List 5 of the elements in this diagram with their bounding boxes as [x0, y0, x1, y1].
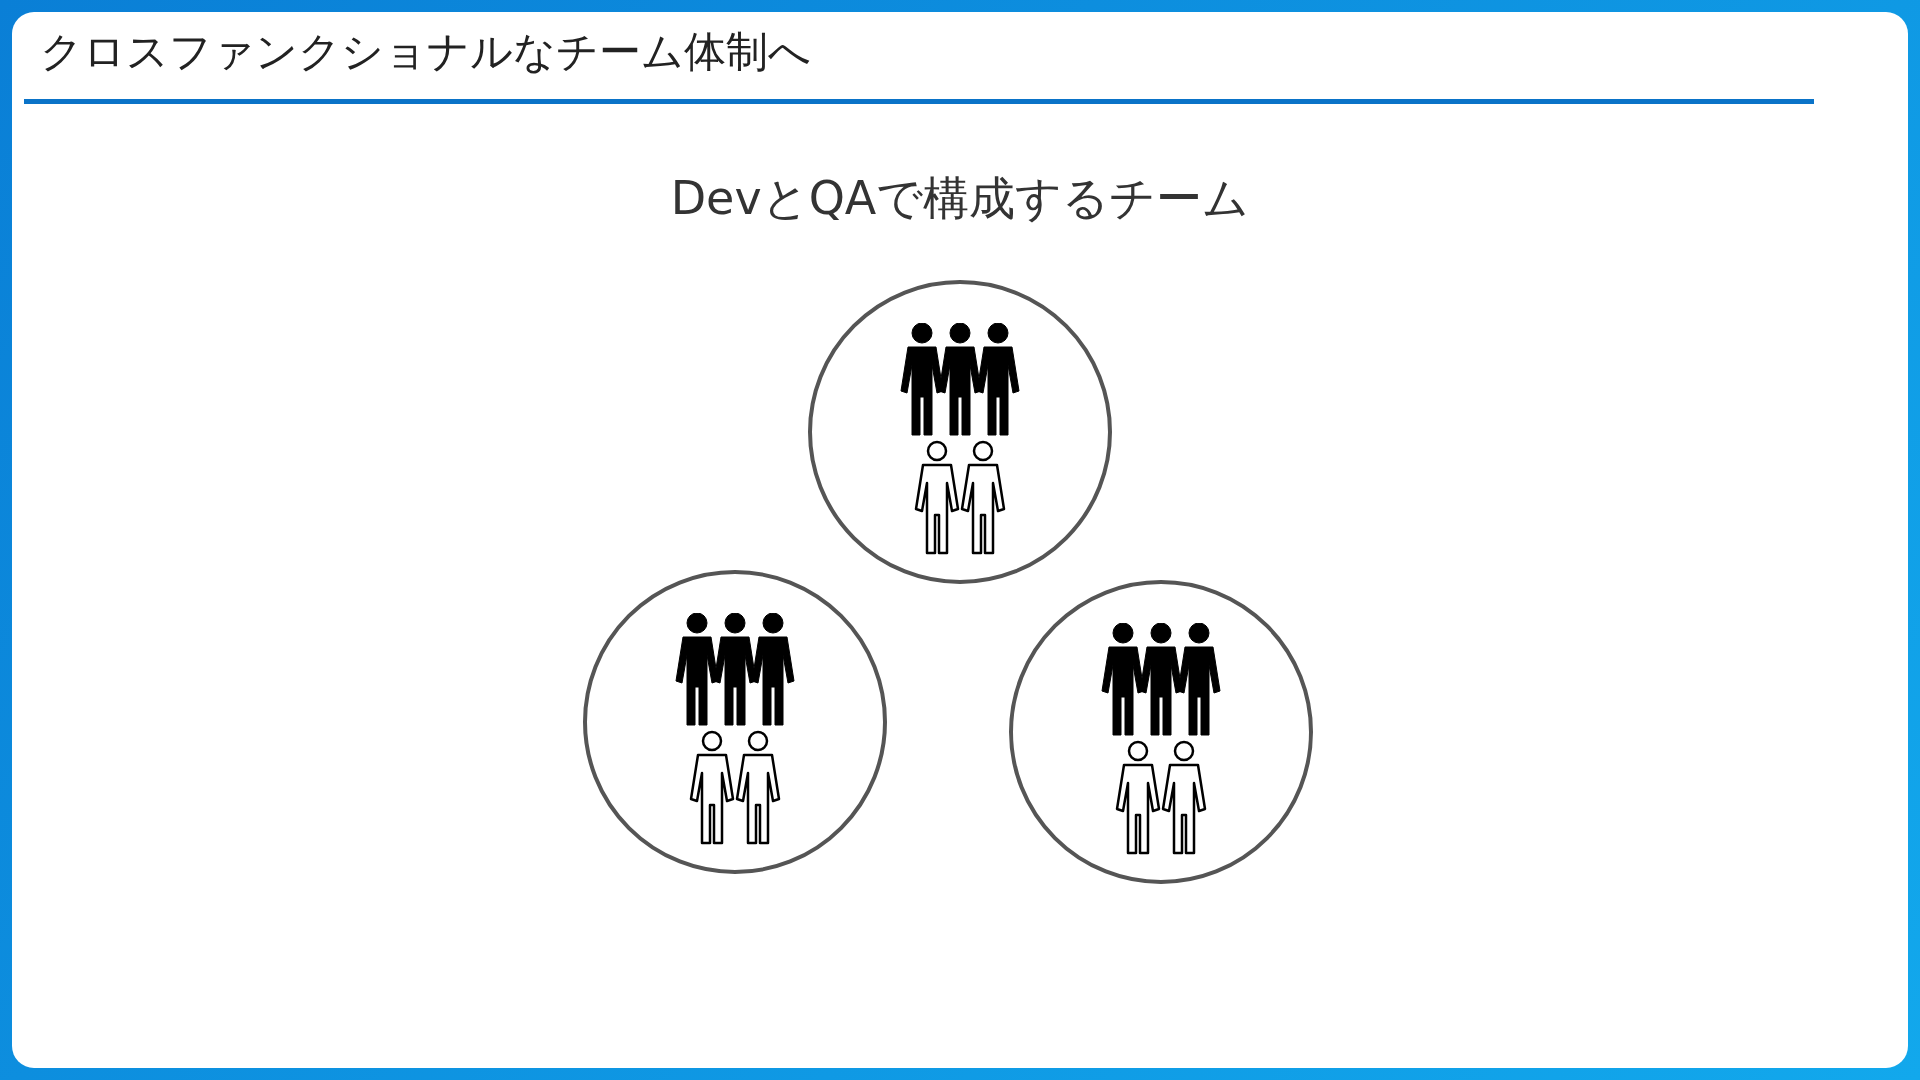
team-circle [808, 280, 1112, 584]
team-circle [583, 570, 887, 874]
team-circle [1009, 580, 1313, 884]
subtitle-text: DevとQAで構成するチーム [669, 170, 1251, 227]
slide-title: クロスファンクショナルなチーム体制へ [40, 26, 811, 78]
